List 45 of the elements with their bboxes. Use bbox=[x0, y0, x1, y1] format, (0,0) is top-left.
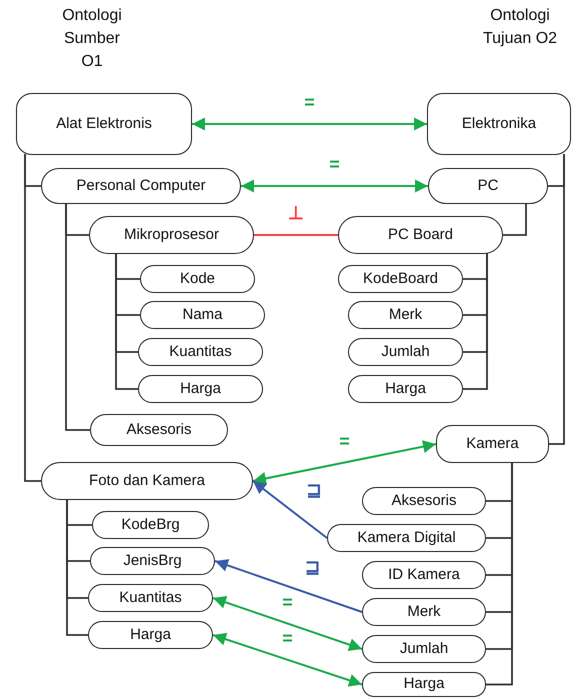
class-node: Harga bbox=[362, 672, 486, 697]
connector-line bbox=[503, 203, 527, 236]
class-node: Nama bbox=[140, 301, 265, 329]
class-node: KodeBoard bbox=[338, 265, 463, 293]
class-node: Foto dan Kamera bbox=[41, 462, 253, 500]
class-node: Mikroprosesor bbox=[89, 216, 254, 254]
arrow bbox=[252, 480, 328, 539]
class-node: Personal Computer bbox=[41, 168, 241, 204]
connector-line bbox=[254, 234, 338, 236]
class-node: JenisBrg bbox=[90, 547, 215, 575]
arrow bbox=[241, 180, 428, 192]
class-node: PC Board bbox=[338, 216, 503, 254]
arrow bbox=[214, 559, 362, 613]
class-node: Jumlah bbox=[348, 338, 463, 366]
connector-line bbox=[66, 499, 88, 636]
column-heading: Ontologi Tujuan O2 bbox=[482, 6, 558, 49]
class-node: Kuantitas bbox=[138, 338, 263, 366]
connector-line bbox=[549, 154, 565, 445]
class-node: Kuantitas bbox=[88, 584, 213, 612]
class-node: Aksesoris bbox=[90, 414, 228, 446]
class-node: PC bbox=[428, 168, 548, 204]
class-node: KodeBrg bbox=[92, 511, 209, 539]
class-node: Jumlah bbox=[362, 635, 486, 663]
class-node: Kamera bbox=[436, 425, 549, 463]
connector-line bbox=[463, 253, 488, 390]
arrow bbox=[192, 118, 427, 130]
class-node: Elektronika bbox=[427, 93, 571, 155]
connector-line bbox=[65, 203, 90, 431]
connector-line bbox=[24, 154, 41, 482]
connector-line bbox=[115, 253, 138, 390]
arrow bbox=[212, 632, 362, 687]
connector-line bbox=[486, 462, 513, 686]
class-node: Merk bbox=[348, 301, 463, 329]
arrow bbox=[212, 596, 362, 651]
arrow bbox=[252, 440, 436, 485]
class-node: Alat Elektronis bbox=[16, 93, 192, 155]
class-node: Kode bbox=[140, 265, 255, 293]
class-node: Harga bbox=[88, 621, 213, 649]
class-node: Merk bbox=[362, 598, 486, 626]
class-node: ID Kamera bbox=[362, 561, 486, 589]
class-node: Harga bbox=[348, 375, 463, 403]
class-node: Kamera Digital bbox=[327, 524, 486, 552]
class-node: Harga bbox=[138, 375, 263, 403]
column-heading: Ontologi Sumber O1 bbox=[61, 6, 123, 72]
class-node: Aksesoris bbox=[362, 487, 486, 515]
